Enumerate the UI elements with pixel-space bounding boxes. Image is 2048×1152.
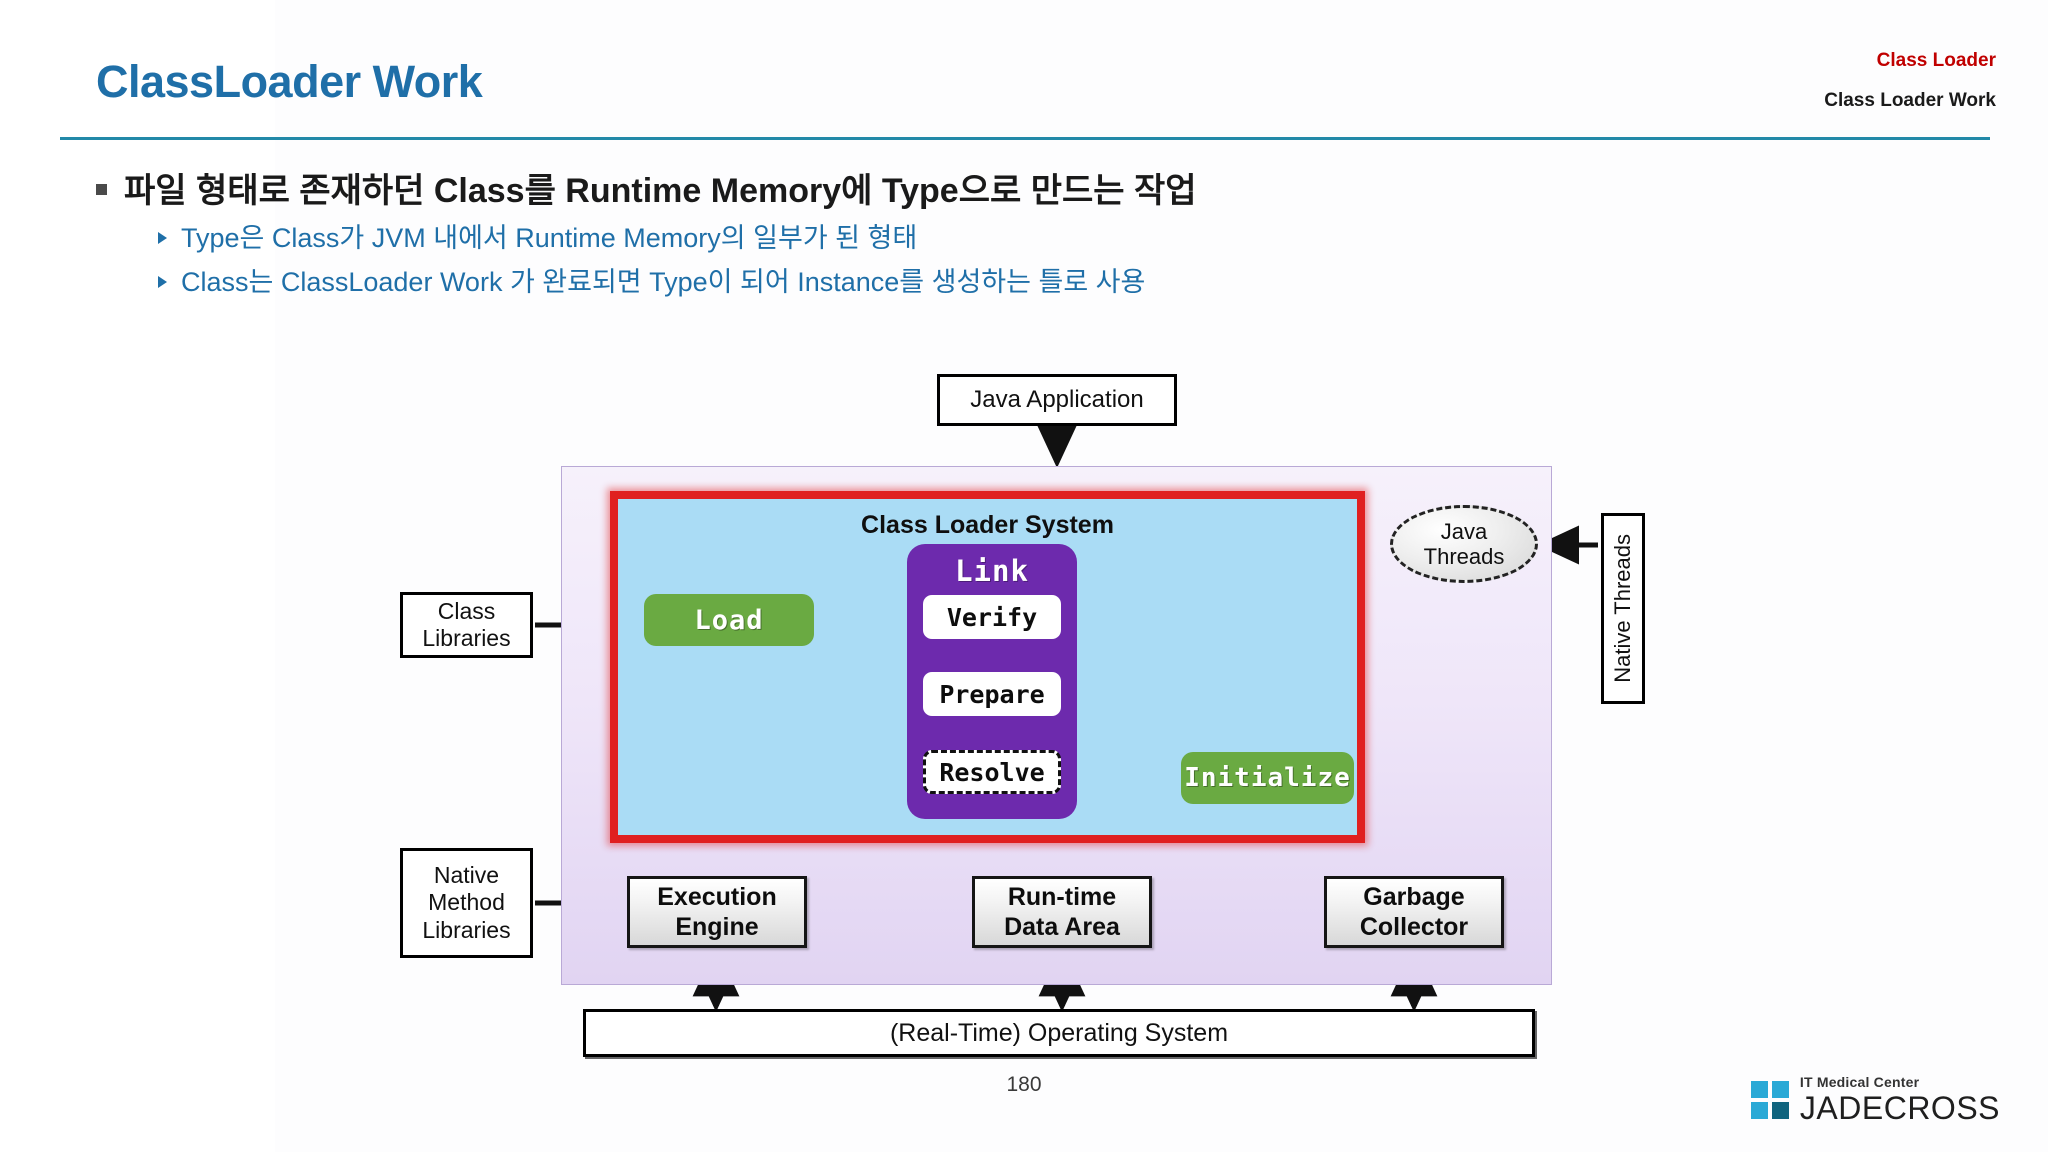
native-method-libraries-label-line3: Libraries [422, 916, 511, 943]
logo-tagline: IT Medical Center [1799, 1074, 1920, 1090]
header-divider [60, 137, 1990, 140]
execution-engine-box[interactable]: Execution Engine [627, 876, 807, 948]
breadcrumb-subsection: Class Loader Work [1824, 90, 1996, 111]
logo-squares-icon [1750, 1080, 1789, 1119]
execution-engine-label-line1: Execution [657, 883, 777, 911]
native-method-libraries-box[interactable]: Native Method Libraries [400, 848, 533, 958]
square-bullet-icon [96, 184, 107, 195]
operating-system-bar[interactable]: (Real-Time) Operating System [583, 1009, 1535, 1057]
garbage-collector-box[interactable]: Garbage Collector [1324, 876, 1504, 948]
java-threads-ellipse[interactable]: Java Threads [1390, 505, 1538, 583]
verify-label: Verify [946, 602, 1038, 632]
logo-text: IT Medical Center JADECROSS [1800, 1075, 2000, 1124]
initialize-box[interactable]: Initialize [1181, 752, 1354, 804]
load-label: Load [694, 604, 764, 636]
java-application-label: Java Application [970, 385, 1144, 413]
native-method-libraries-label-line2: Method [428, 889, 505, 916]
java-threads-label-line2: Threads [1423, 544, 1505, 569]
runtime-data-area-label-line1: Run-time [1007, 883, 1117, 911]
operating-system-label: (Real-Time) Operating System [889, 1018, 1229, 1047]
runtime-data-area-box[interactable]: Run-time Data Area [972, 876, 1152, 948]
bullet-level2-a: Type은 Class가 JVM 내에서 Runtime Memory의 일부가… [158, 216, 917, 255]
page-title: ClassLoader Work [96, 56, 483, 107]
resolve-label: Resolve [939, 757, 1045, 787]
bullet-level1-label: 파일 형태로 존재하던 Class를 Runtime Memory에 Type으… [124, 172, 1197, 210]
runtime-data-area-label-line2: Data Area [1004, 913, 1120, 941]
breadcrumb-section: Class Loader [1876, 50, 1996, 71]
jadecross-logo: IT Medical Center JADECROSS [1750, 1075, 2000, 1124]
native-threads-label: Native Threads [1610, 534, 1635, 683]
bullet-level2-b: Class는 ClassLoader Work 가 완료되면 Type이 되어 … [158, 260, 1145, 299]
triangle-bullet-icon [158, 276, 167, 288]
bullet-level1: 파일 형태로 존재하던 Class를 Runtime Memory에 Type으… [96, 163, 1197, 212]
garbage-collector-label-line1: Garbage [1363, 883, 1465, 911]
verify-box[interactable]: Verify [923, 595, 1061, 639]
logo-name: JADECROSS [1799, 1090, 2000, 1126]
link-label: Link [955, 554, 1029, 588]
class-libraries-box[interactable]: Class Libraries [400, 592, 533, 658]
class-libraries-label-line2: Libraries [422, 625, 511, 651]
resolve-box[interactable]: Resolve [923, 750, 1061, 794]
class-libraries-label-line1: Class [437, 597, 496, 624]
load-box[interactable]: Load [644, 594, 814, 646]
bullet-level2-b-label: Class는 ClassLoader Work 가 완료되면 Type이 되어 … [181, 267, 1146, 297]
triangle-bullet-icon [158, 232, 167, 244]
prepare-box[interactable]: Prepare [923, 672, 1061, 716]
java-application-box[interactable]: Java Application [937, 374, 1177, 426]
java-threads-label-line1: Java [1440, 518, 1488, 544]
garbage-collector-label-line2: Collector [1359, 913, 1469, 941]
native-method-libraries-label-line1: Native [433, 862, 500, 889]
execution-engine-label-line2: Engine [675, 913, 759, 941]
bullet-level2-a-label: Type은 Class가 JVM 내에서 Runtime Memory의 일부가… [181, 223, 918, 253]
initialize-label: Initialize [1184, 763, 1351, 793]
class-loader-system-title: Class Loader System [861, 511, 1114, 539]
page-number: 180 [1006, 1073, 1042, 1096]
native-threads-box[interactable]: Native Threads [1601, 513, 1645, 704]
prepare-label: Prepare [939, 679, 1045, 709]
